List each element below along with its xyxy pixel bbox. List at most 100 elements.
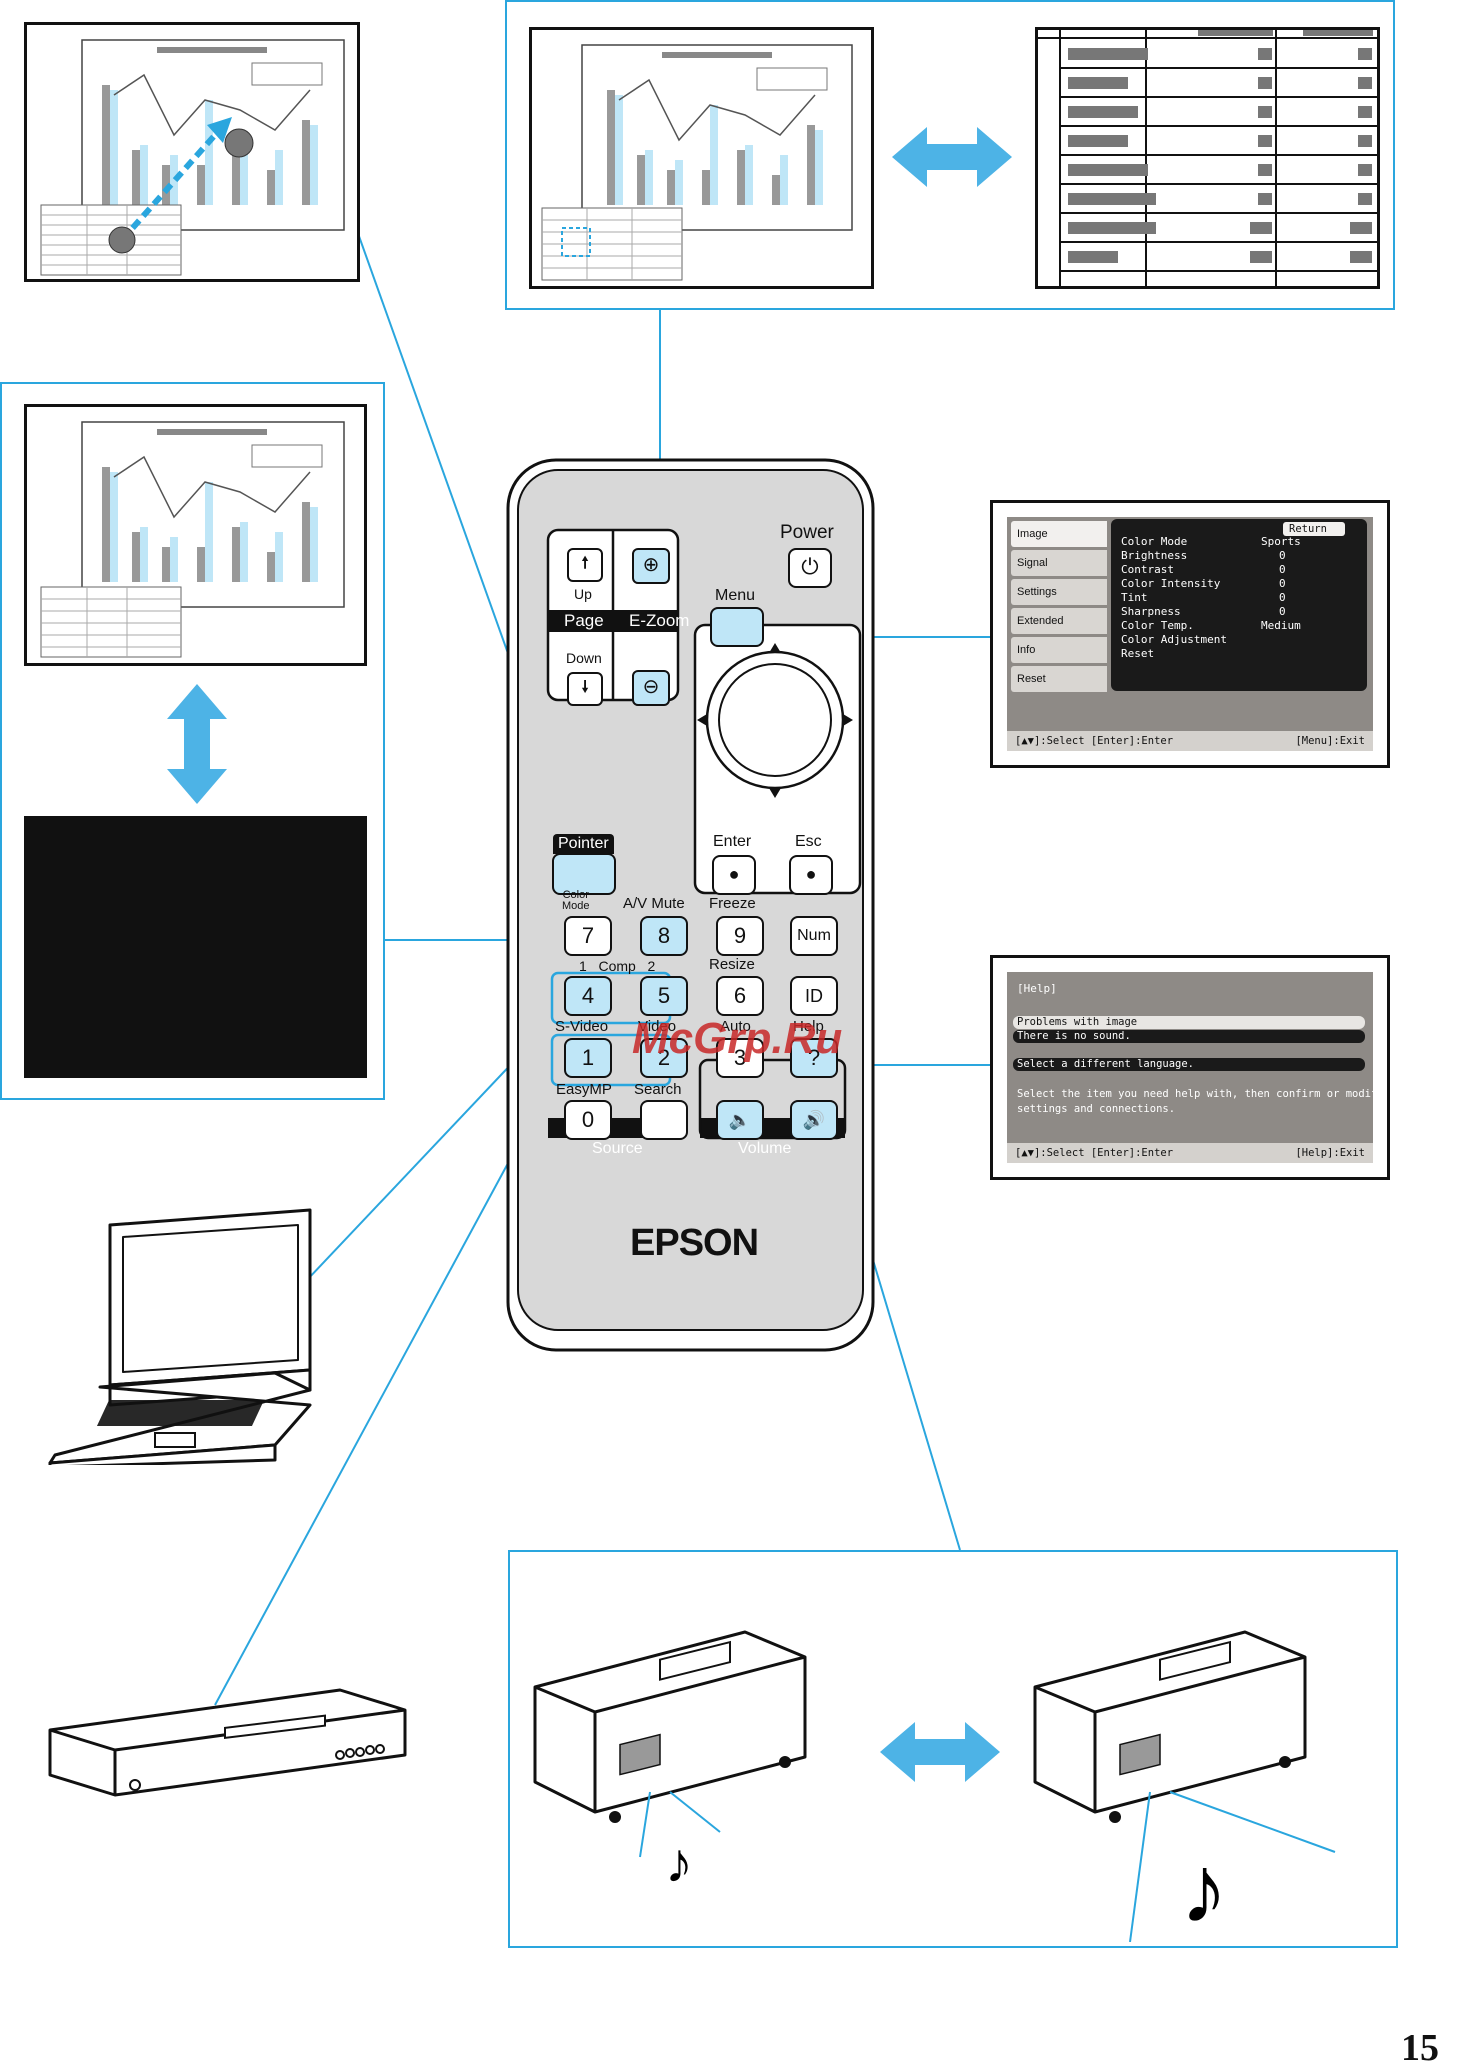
power-icon: ⏻ [801, 554, 819, 579]
remote-auto-label: Auto [720, 1018, 751, 1035]
pointer-button[interactable] [552, 853, 616, 895]
key-1-svideo-button[interactable]: 1 [564, 1038, 612, 1078]
menu-value-sharpness: 0 [1279, 605, 1286, 618]
menu-screen: Image Signal Settings Extended Info Rese… [990, 500, 1390, 768]
remote-down-label: Down [566, 650, 602, 666]
zoom-in-icon: ⊕ [642, 554, 660, 576]
muted-screen [24, 816, 367, 1078]
arrow-up-icon: 🠕 [581, 555, 589, 572]
help-body-line2: settings and connections. [1017, 1103, 1176, 1115]
id-button[interactable]: ID [790, 976, 838, 1016]
help-option-sound[interactable]: There is no sound. [1013, 1030, 1365, 1043]
ezoom-plus-button[interactable]: ⊕ [632, 548, 670, 584]
search-button[interactable] [640, 1100, 688, 1140]
key-4-comp1-button[interactable]: 4 [564, 976, 612, 1016]
help-option-image[interactable]: Problems with image [1013, 1016, 1365, 1029]
mute-chart-illustration [40, 421, 345, 658]
mode-label: Mode [562, 900, 590, 912]
menu-item-reset[interactable]: Reset [1121, 647, 1155, 660]
menu-value-color-intensity: 0 [1279, 577, 1286, 590]
menu-item-color-mode[interactable]: Color Mode [1121, 535, 1188, 548]
num-button[interactable]: Num [790, 916, 838, 956]
volume-down-button[interactable]: 🔈 [716, 1100, 764, 1140]
menu-value-color-mode: Sports [1261, 535, 1301, 548]
remote-enter-label: Enter [713, 833, 752, 850]
key-6-resize-button[interactable]: 6 [716, 976, 764, 1016]
return-button[interactable]: Return [1283, 522, 1345, 536]
menu-tab-image[interactable]: Image [1011, 521, 1107, 547]
menu-item-color-temp[interactable]: Color Temp. [1121, 619, 1194, 632]
vertical-double-arrow-icon [167, 684, 227, 804]
note-small-icon: ♪ [665, 1831, 693, 1894]
menu-item-color-intensity[interactable]: Color Intensity [1121, 577, 1221, 590]
speaker-low-icon: 🔈 [728, 1110, 752, 1130]
menu-tab-info[interactable]: Info [1011, 637, 1107, 663]
help-option-language[interactable]: Select a different language. [1013, 1058, 1365, 1071]
key-7-button[interactable]: 7 [564, 916, 612, 956]
menu-item-sharpness[interactable]: Sharpness [1121, 605, 1181, 618]
menu-value-tint: 0 [1279, 591, 1286, 604]
help-title: [Help] [1017, 982, 1057, 995]
menu-footer: [▲▼]:Select [Enter]:Enter [Menu]:Exit [1007, 731, 1373, 751]
key-2-video-button[interactable]: 2 [640, 1038, 688, 1078]
help-screen: [Help] Problems with image There is no s… [990, 955, 1390, 1180]
remote-up-label: Up [574, 586, 592, 602]
power-button[interactable]: ⏻ [788, 548, 832, 588]
menu-item-contrast[interactable]: Contrast [1121, 563, 1174, 576]
zoomed-table-illustration [1038, 30, 1377, 286]
double-arrow-icon [892, 127, 1012, 187]
volume-panel: ♪ ♪ [508, 1550, 1398, 1948]
laptop-illustration [48, 1208, 312, 1465]
menu-footer-right: [Menu]:Exit [1295, 735, 1365, 747]
enter-button[interactable]: ● [712, 855, 756, 895]
remote-help-label: Help [793, 1018, 824, 1035]
help-footer: [▲▼]:Select [Enter]:Enter [Help]:Exit [1007, 1143, 1373, 1163]
zoom-out-icon: ⊖ [642, 676, 660, 698]
projector-loud-illustration: ♪ [1033, 1630, 1336, 1942]
menu-footer-left: [▲▼]:Select [Enter]:Enter [1015, 735, 1174, 747]
menu-button[interactable] [710, 607, 764, 647]
menu-item-brightness[interactable]: Brightness [1121, 549, 1188, 562]
remote-video-label: Video [638, 1018, 677, 1035]
menu-tab-settings[interactable]: Settings [1011, 579, 1107, 605]
remote-freeze-label: Freeze [709, 895, 756, 912]
menu-tab-signal[interactable]: Signal [1011, 550, 1107, 576]
menu-item-tint[interactable]: Tint [1121, 591, 1148, 604]
ezoom-chart-frame [529, 27, 874, 289]
direction-pad[interactable] [718, 664, 832, 778]
double-arrow-icon-volume [880, 1722, 1000, 1782]
remote-resize-label: Resize [709, 956, 755, 973]
key-9-freeze-button[interactable]: 9 [716, 916, 764, 956]
menu-tab-reset[interactable]: Reset [1011, 666, 1107, 692]
watermark-text: McGrp.Ru [632, 1014, 843, 1063]
remote-pointer-label: Pointer [553, 834, 614, 854]
menu-tab-extended[interactable]: Extended [1011, 608, 1107, 634]
key-5-comp2-button[interactable]: 5 [640, 976, 688, 1016]
arrow-down-icon: 🠗 [581, 679, 589, 696]
remote-volume-label: Volume [738, 1140, 792, 1157]
page-number: 15 [1401, 2027, 1439, 2069]
key-0-easymp-button[interactable]: 0 [564, 1100, 612, 1140]
remote-easymp-label: EasyMP [556, 1081, 612, 1098]
epson-logo: EPSON [630, 1222, 759, 1264]
ezoom-panel [505, 0, 1395, 310]
key-3-auto-button[interactable]: 3 [716, 1038, 764, 1078]
help-button[interactable]: ? [790, 1038, 838, 1078]
menu-item-color-adjustment[interactable]: Color Adjustment [1121, 633, 1227, 646]
remote-source-label: Source [592, 1140, 643, 1157]
note-large-icon: ♪ [1180, 1836, 1228, 1942]
help-footer-left: [▲▼]:Select [Enter]:Enter [1015, 1147, 1174, 1159]
remote-svideo-label: S-Video [555, 1018, 609, 1035]
remote-esc-label: Esc [795, 833, 822, 850]
ezoom-minus-button[interactable]: ⊖ [632, 670, 670, 706]
key-8-avmute-button[interactable]: 8 [640, 916, 688, 956]
esc-button[interactable]: ● [789, 855, 833, 895]
pointer-chart-frame [24, 22, 360, 282]
esc-icon: ● [805, 864, 817, 884]
volume-up-button[interactable]: 🔊 [790, 1100, 838, 1140]
enter-icon: ● [728, 864, 740, 884]
page-down-button[interactable]: 🠗 [567, 672, 603, 706]
page-up-button[interactable]: 🠕 [567, 548, 603, 582]
av-mute-panel [0, 382, 385, 1100]
remote-menu-label: Menu [715, 587, 756, 604]
